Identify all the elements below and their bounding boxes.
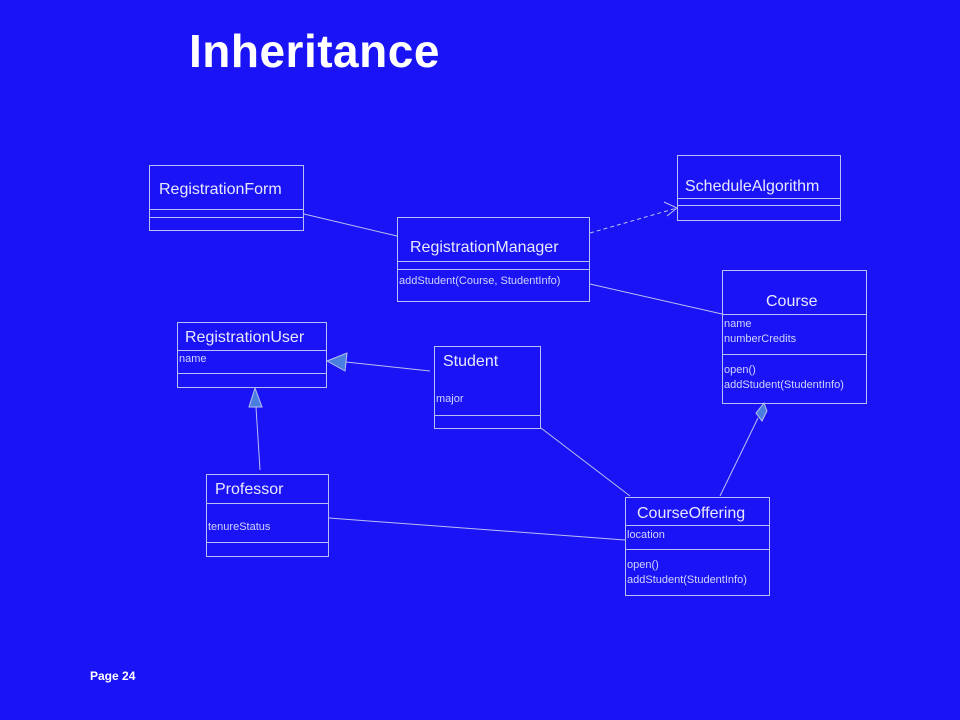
class-name: Professor bbox=[215, 481, 284, 498]
operation: open() bbox=[724, 364, 756, 376]
operations-section bbox=[178, 373, 326, 387]
class-name: CourseOffering bbox=[637, 504, 746, 522]
operation: addStudent(StudentInfo) bbox=[627, 574, 747, 586]
attributes-section: name numberCredits bbox=[723, 314, 866, 354]
operations-section: open() addStudent(StudentInfo) bbox=[723, 354, 866, 403]
generalization-student-user bbox=[345, 361, 431, 372]
class-registration-user[interactable]: RegistrationUser name bbox=[177, 322, 327, 388]
attribute: tenureStatus bbox=[208, 521, 271, 533]
class-course[interactable]: Course name numberCredits open() addStud… bbox=[722, 270, 867, 404]
operations-section: addStudent(Course, StudentInfo) bbox=[398, 269, 589, 301]
attributes-section: major bbox=[435, 375, 540, 415]
class-name: RegistrationUser bbox=[185, 329, 305, 346]
attribute: major bbox=[436, 393, 464, 405]
dependency-arrowhead bbox=[663, 201, 678, 217]
attribute: name bbox=[724, 318, 752, 330]
slide-title: Inheritance bbox=[189, 25, 440, 77]
class-registration-manager[interactable]: RegistrationManager addStudent(Course, S… bbox=[397, 217, 590, 302]
operation: open() bbox=[627, 559, 659, 571]
attribute: location bbox=[627, 529, 665, 541]
class-course-offering[interactable]: CourseOffering location open() addStuden… bbox=[625, 497, 770, 596]
aggregation-diamond bbox=[755, 402, 768, 422]
operations-section bbox=[207, 542, 328, 556]
class-name: Student bbox=[443, 353, 499, 370]
generalization-arrowhead-student bbox=[325, 352, 348, 372]
class-registration-form[interactable]: RegistrationForm bbox=[149, 165, 304, 231]
class-name: Course bbox=[766, 292, 818, 310]
operations-section bbox=[150, 217, 303, 230]
operation: addStudent(StudentInfo) bbox=[724, 379, 844, 391]
attributes-section bbox=[398, 261, 589, 269]
operations-section: open() addStudent(StudentInfo) bbox=[626, 549, 769, 595]
dependency-manager-algorithm bbox=[589, 207, 678, 234]
page-number: Page 24 bbox=[90, 669, 136, 683]
association-form-manager bbox=[303, 213, 398, 237]
attributes-section: tenureStatus bbox=[207, 503, 328, 542]
association-manager-course bbox=[589, 283, 723, 315]
class-name: ScheduleAlgorithm bbox=[685, 178, 820, 195]
operations-section bbox=[678, 205, 840, 220]
operation: addStudent(Course, StudentInfo) bbox=[399, 275, 561, 287]
operations-section bbox=[435, 415, 540, 428]
attributes-section: location bbox=[626, 525, 769, 549]
generalization-professor-user bbox=[255, 406, 261, 471]
attribute: name bbox=[179, 353, 207, 365]
attribute: numberCredits bbox=[724, 333, 797, 345]
class-schedule-algorithm[interactable]: ScheduleAlgorithm bbox=[677, 155, 841, 221]
class-name: RegistrationManager bbox=[410, 238, 559, 256]
class-student[interactable]: Student major bbox=[434, 346, 541, 429]
attributes-section: name bbox=[178, 350, 326, 373]
attributes-section bbox=[678, 198, 840, 205]
association-student-offering bbox=[540, 427, 631, 497]
class-name: RegistrationForm bbox=[159, 180, 282, 198]
class-professor[interactable]: Professor tenureStatus bbox=[206, 474, 329, 557]
generalization-arrowhead-professor bbox=[248, 386, 263, 408]
attributes-section bbox=[150, 209, 303, 217]
association-professor-offering bbox=[328, 517, 626, 541]
aggregation-offering-course bbox=[719, 417, 759, 497]
